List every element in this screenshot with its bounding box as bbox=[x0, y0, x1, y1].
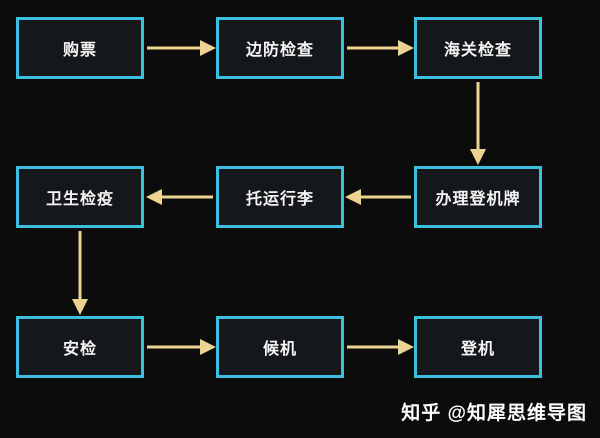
node-check-in-boarding-pass: 办理登机牌 bbox=[414, 166, 542, 228]
arrow-border-inspection-to-customs-inspection bbox=[347, 40, 414, 56]
node-label: 登机 bbox=[460, 341, 495, 358]
node-label: 办理登机牌 bbox=[435, 191, 521, 208]
arrow-check-in-to-luggage-check bbox=[345, 189, 411, 205]
node-customs-inspection: 海关检查 bbox=[414, 17, 542, 79]
arrow-security-check-to-wait-for-flight bbox=[147, 339, 216, 355]
node-buy-ticket: 购票 bbox=[16, 17, 144, 79]
node-label: 安检 bbox=[62, 341, 97, 358]
arrow-health-quarantine-to-security-check bbox=[72, 231, 88, 315]
arrow-buy-ticket-to-border-inspection bbox=[147, 40, 216, 56]
zhihu-watermark: 知乎 @知犀思维导图 bbox=[401, 403, 587, 424]
node-label: 购票 bbox=[62, 42, 97, 59]
node-wait-for-flight: 候机 bbox=[216, 316, 344, 378]
arrow-wait-for-flight-to-boarding bbox=[347, 339, 414, 355]
node-label: 卫生检疫 bbox=[45, 191, 114, 208]
node-label: 边防检查 bbox=[245, 42, 314, 59]
node-security-check: 安检 bbox=[16, 316, 144, 378]
arrow-customs-inspection-to-check-in bbox=[470, 82, 486, 165]
arrow-luggage-check-to-health-quarantine bbox=[146, 189, 213, 205]
node-label: 托运行李 bbox=[245, 191, 314, 208]
node-boarding: 登机 bbox=[414, 316, 542, 378]
node-label: 海关检查 bbox=[443, 42, 512, 59]
node-label: 候机 bbox=[262, 341, 297, 358]
node-luggage-check: 托运行李 bbox=[216, 166, 344, 228]
node-health-quarantine: 卫生检疫 bbox=[16, 166, 144, 228]
node-border-inspection: 边防检查 bbox=[216, 17, 344, 79]
